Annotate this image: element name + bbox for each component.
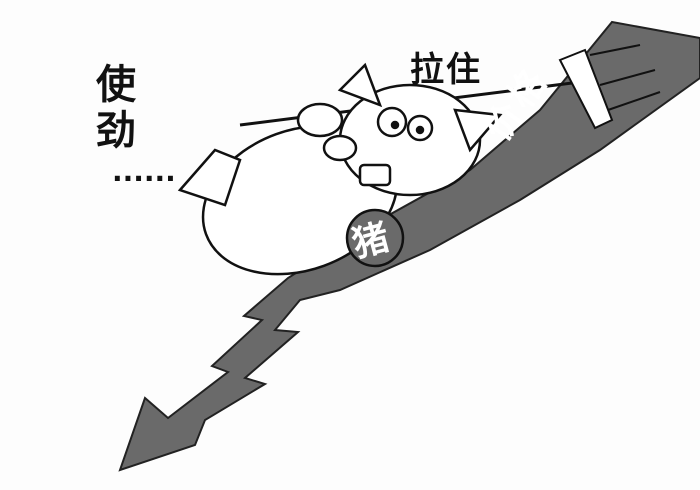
caption-pull: 拉住 [410, 50, 482, 90]
caption-left: 使劲 [96, 62, 136, 154]
pig-badge [345, 208, 405, 268]
falling-price-arrow [118, 20, 700, 472]
broom-icon [558, 44, 661, 130]
caption-dots: ······ [112, 162, 176, 195]
pig-character [177, 62, 503, 276]
